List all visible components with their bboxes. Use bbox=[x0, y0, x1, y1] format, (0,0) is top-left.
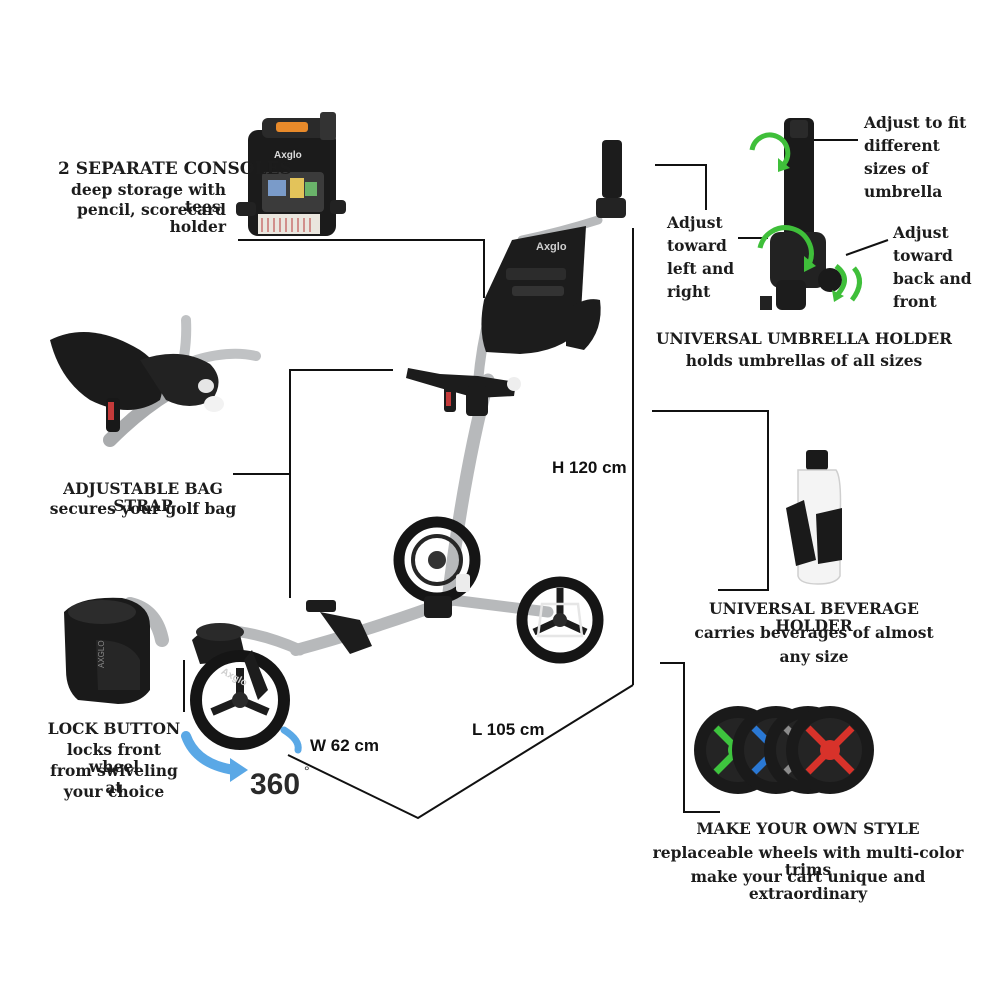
umbrella-fit-1: Adjust to fit bbox=[864, 113, 967, 132]
consoles-title: 2 SEPARATE CONSOLES bbox=[58, 159, 292, 179]
style-line-1: replaceable wheels with multi-color trim… bbox=[652, 843, 964, 880]
umbrella-lr-1: Adjust bbox=[667, 213, 723, 232]
beverage-line-1: carries beverages of almost bbox=[694, 623, 934, 642]
umbrella-lr-2: toward bbox=[667, 236, 727, 255]
rotation-label: 360 bbox=[250, 768, 301, 801]
lock-button-line-2: from swiveling at bbox=[50, 761, 178, 798]
beverage-title: UNIVERSAL BEVERAGE HOLDER bbox=[709, 599, 919, 636]
umbrella-bf-2: toward bbox=[893, 246, 953, 265]
umbrella-lr-3: left and bbox=[667, 259, 735, 278]
umbrella-bf-3: back and bbox=[893, 269, 972, 288]
degree-symbol: ° bbox=[304, 763, 310, 779]
style-title: MAKE YOUR OWN STYLE bbox=[696, 819, 920, 838]
bag-strap-title: ADJUSTABLE BAG STRAP bbox=[63, 479, 223, 516]
bag-strap-line-1: secures your golf bag bbox=[49, 499, 237, 518]
umbrella-fit-4: umbrella bbox=[864, 182, 943, 201]
lock-button-title: LOCK BUTTON bbox=[47, 719, 181, 738]
umbrella-line-1: holds umbrellas of all sizes bbox=[685, 351, 923, 370]
height-dimension: H 120 cm bbox=[552, 458, 627, 477]
lock-button-line-3: your choice bbox=[63, 782, 165, 801]
beverage-line-2: any size bbox=[779, 647, 849, 666]
consoles-line-2: pencil, scorecard holder bbox=[77, 200, 226, 237]
umbrella-fit-3: sizes of bbox=[864, 159, 929, 178]
length-dimension: L 105 cm bbox=[472, 720, 545, 739]
lock-button-line-1: locks front wheel bbox=[66, 740, 162, 777]
style-line-2: make your cart unique and extraordinary bbox=[690, 867, 926, 904]
umbrella-title: UNIVERSAL UMBRELLA HOLDER bbox=[655, 329, 953, 348]
umbrella-bf-1: Adjust bbox=[893, 223, 949, 242]
console-logo: Axglo bbox=[274, 150, 302, 161]
cart-logo: Axglo bbox=[536, 241, 567, 253]
umbrella-bf-4: front bbox=[893, 292, 937, 311]
umbrella-lr-4: right bbox=[667, 282, 711, 301]
svg-text:AXGLO: AXGLO bbox=[97, 640, 106, 668]
width-dimension: W 62 cm bbox=[310, 736, 379, 755]
umbrella-fit-2: different bbox=[864, 136, 940, 155]
consoles-line-1: deep storage with tees, bbox=[71, 180, 226, 217]
